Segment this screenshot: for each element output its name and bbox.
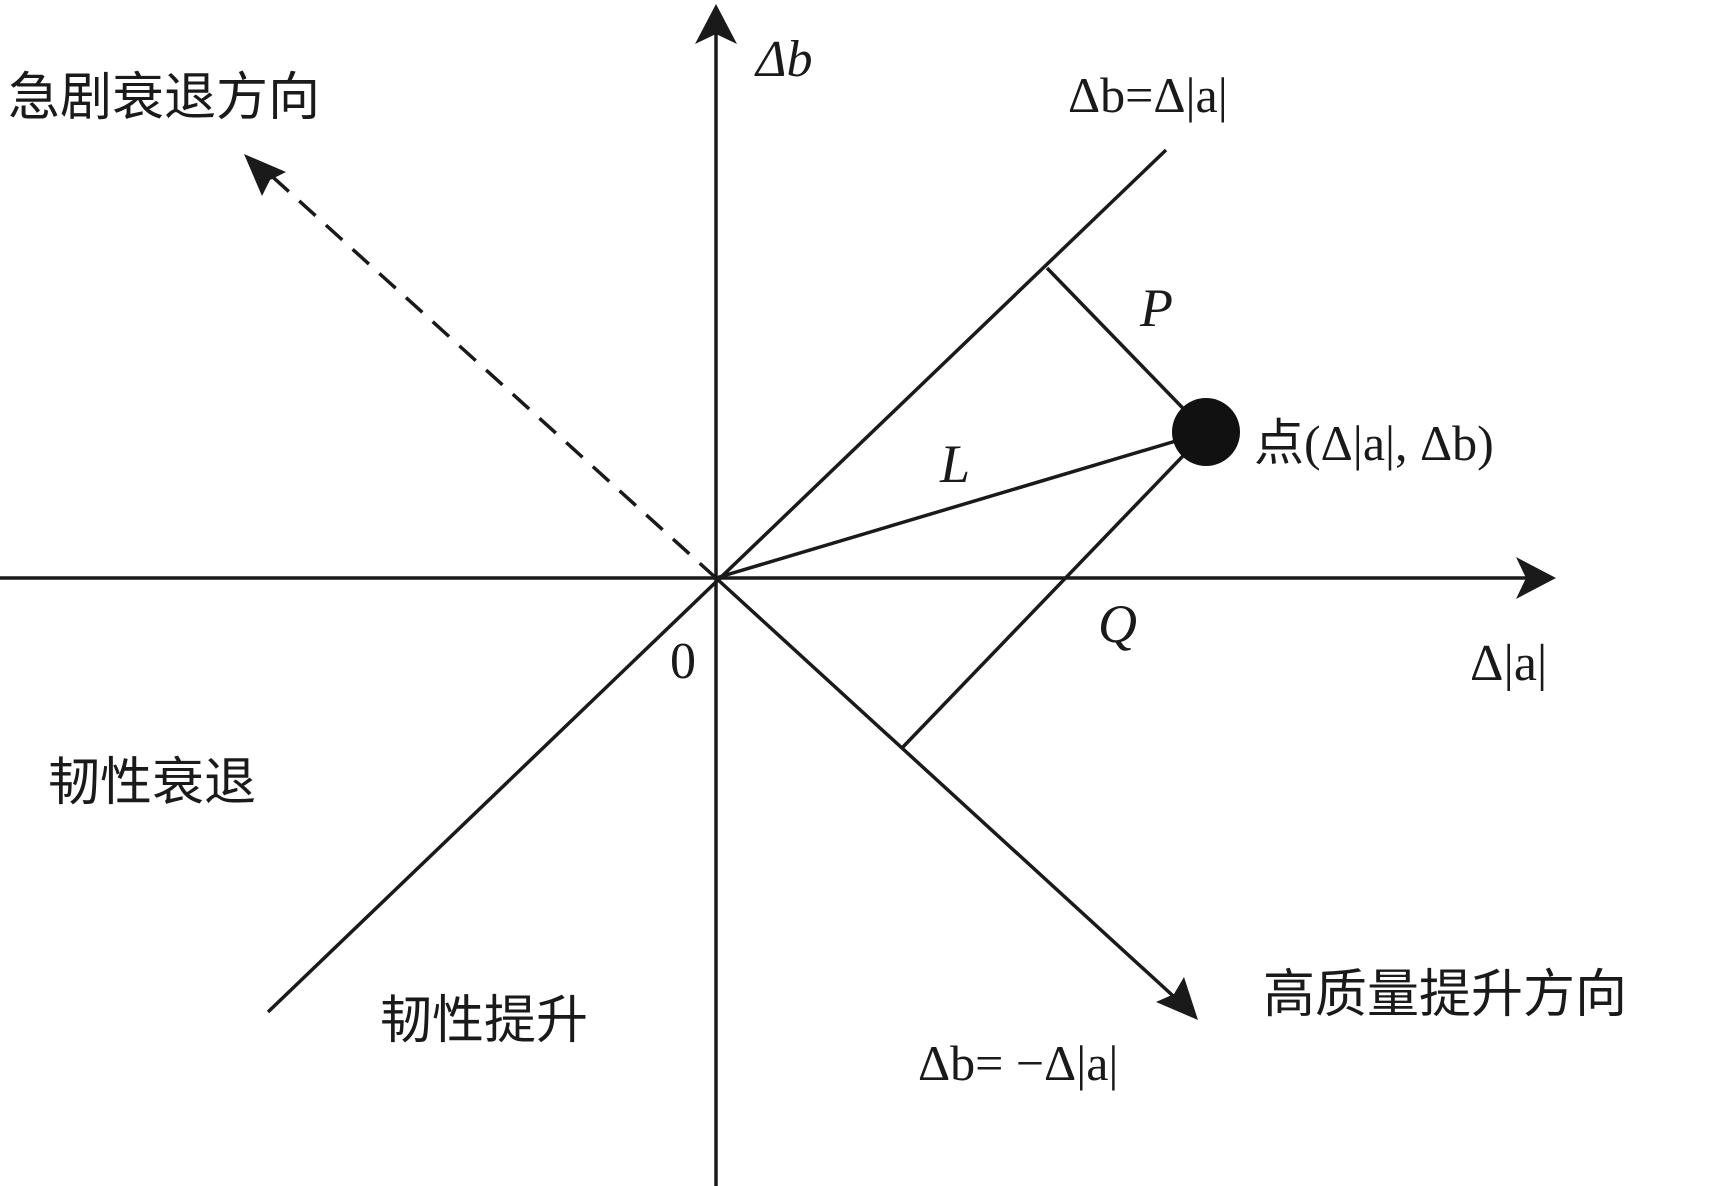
point-marker [1172, 398, 1240, 466]
q-segment [900, 430, 1208, 750]
origin-label: 0 [670, 633, 696, 690]
quality-direction-label: 高质量提升方向 [1263, 965, 1627, 1025]
x-axis-label: Δ|a| [1470, 635, 1547, 692]
resilient-decline-label: 韧性衰退 [48, 753, 256, 813]
quality-direction-arrow-icon [1156, 977, 1198, 1020]
l-segment [715, 430, 1207, 580]
decline-direction-arrow-icon [244, 154, 286, 196]
q-label: Q [1098, 594, 1137, 654]
decline-direction-dashed-line [263, 168, 718, 580]
p-label: P [1139, 278, 1173, 338]
y-axis-label: Δb [754, 31, 813, 88]
y-axis-arrow-icon [695, 4, 737, 44]
lower-diagonal-line [714, 576, 1185, 1007]
lower-diagonal-label: Δb= −Δ|a| [918, 1035, 1118, 1091]
p-segment [1045, 266, 1208, 434]
l-label: L [939, 434, 970, 494]
upper-diagonal-label: Δb=Δ|a| [1068, 67, 1228, 123]
resilient-improvement-label: 韧性提升 [380, 991, 588, 1051]
decline-direction-label: 急剧衰退方向 [8, 68, 320, 128]
point-label: 点(Δ|a|, Δb) [1254, 415, 1494, 471]
x-axis-arrow-icon [1516, 557, 1556, 599]
